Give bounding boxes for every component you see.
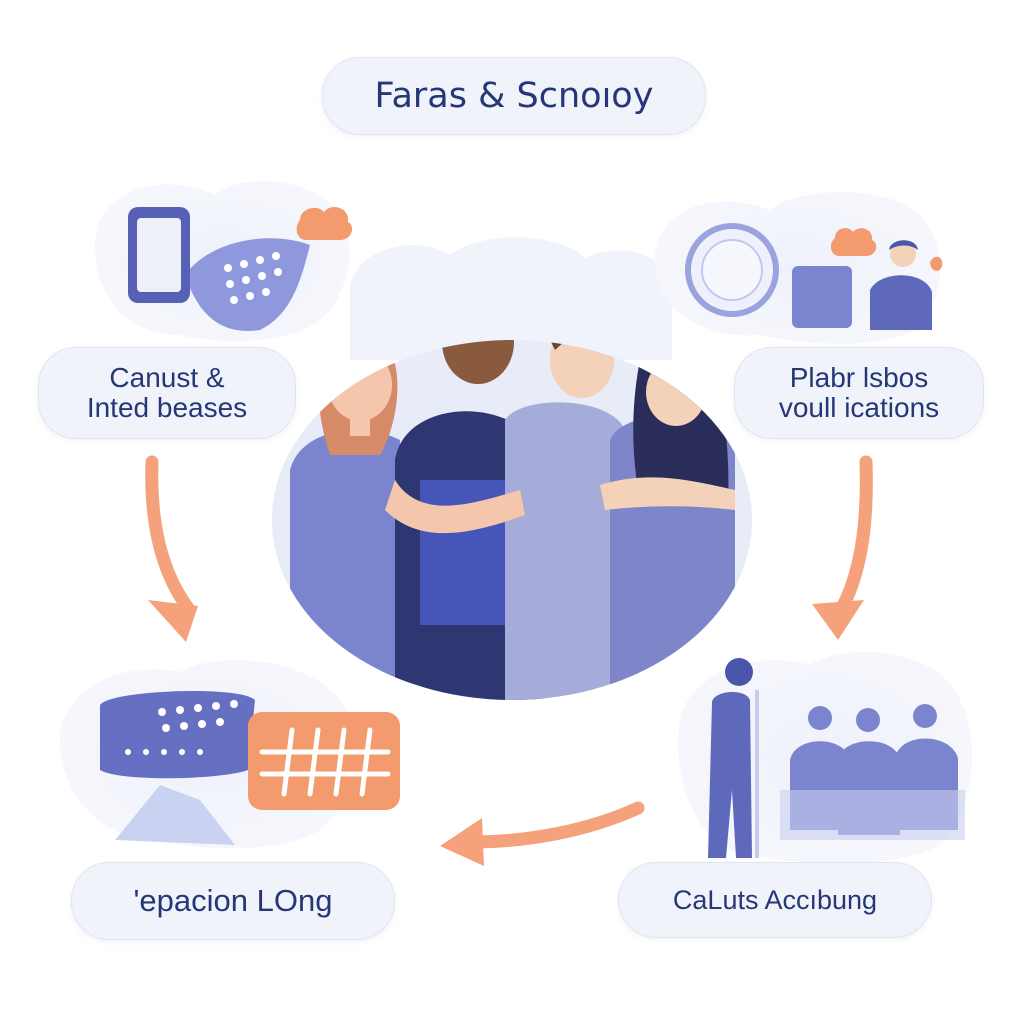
node-top-left-line1: Canust & <box>109 362 225 393</box>
keypad-grid-icon <box>60 660 400 849</box>
arrow-top-right-down <box>835 455 873 615</box>
flow-arrows <box>145 455 873 866</box>
presenter-audience-icon <box>678 651 973 864</box>
node-top-right-line1: Plabr lsbos <box>789 362 929 393</box>
node-top-right-line2: voull ications <box>778 392 940 423</box>
phone-keyboard-icon <box>95 181 353 342</box>
node-bottom-left: 'epacion LOng <box>71 862 395 940</box>
node-top-left: Canust & Inted beases <box>38 347 296 439</box>
node-bottom-right: CaLuts Accıbung <box>618 862 932 938</box>
node-bottom-right-line1: CaLuts Accıbung <box>672 885 878 915</box>
diagram-title: Faras & Scnoıoy <box>322 57 706 135</box>
node-top-left-line2: Inted beases <box>86 392 248 423</box>
globe-people-icon <box>654 191 943 344</box>
arrow-bottom-right-to-bottom-left <box>465 801 645 849</box>
diagram-title-text: Faras & Scnoıoy <box>374 76 654 116</box>
node-top-right: Plabr lsbos voull ications <box>734 347 984 439</box>
node-bottom-left-line1: 'epacion LOng <box>133 883 333 918</box>
arrow-top-left-to-bottom-left <box>145 455 195 615</box>
